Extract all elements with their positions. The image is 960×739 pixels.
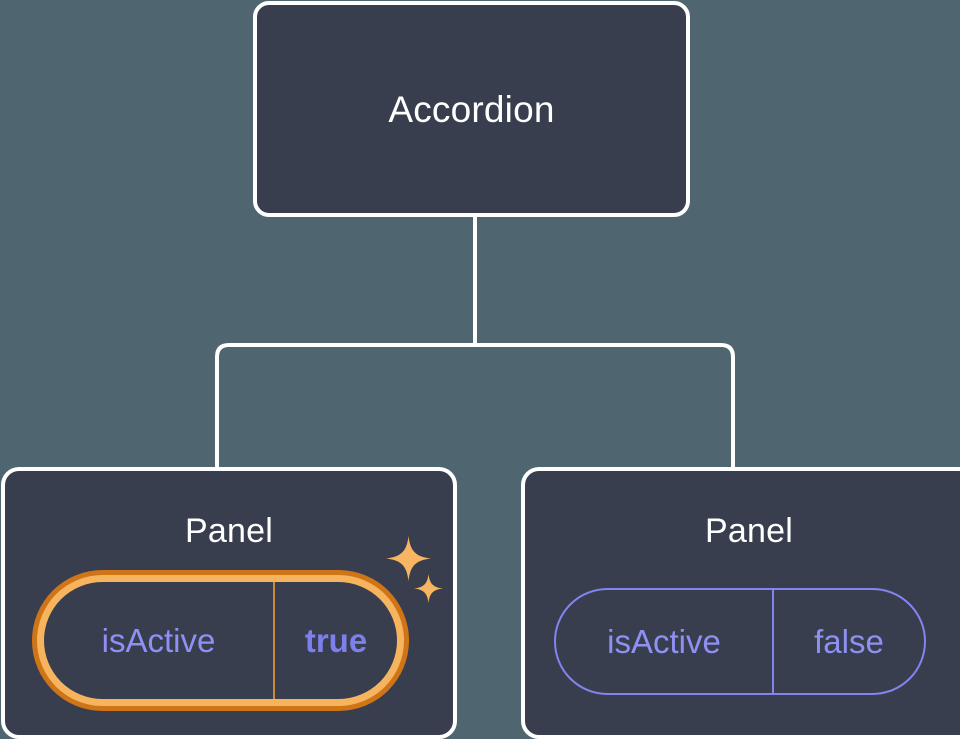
prop-pill-body: isActive true (44, 582, 397, 699)
prop-value: true (304, 622, 368, 659)
node-accordion[interactable]: Accordion (253, 1, 690, 217)
prop-pill-active-wrapper: isActive true (32, 570, 409, 711)
prop-pill-inactive[interactable]: isActive false (554, 588, 926, 695)
prop-key: isActive (44, 582, 275, 699)
node-title: Panel (705, 512, 793, 550)
node-title: Panel (185, 512, 273, 550)
prop-value: false (814, 623, 884, 660)
node-title: Accordion (388, 88, 555, 130)
connector-branch-bar (215, 343, 735, 467)
prop-pill-highlight-ring: isActive true (37, 575, 404, 706)
prop-key: isActive (556, 590, 774, 693)
prop-pill-active[interactable]: isActive true (32, 570, 409, 711)
